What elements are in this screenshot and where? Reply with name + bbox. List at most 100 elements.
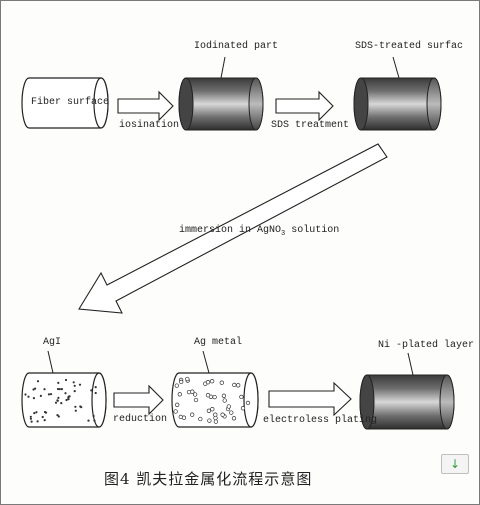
particle-dot — [49, 393, 53, 396]
electroless-arrow — [268, 381, 352, 417]
particle-dot — [186, 389, 192, 395]
label-sds-treated: SDS-treated surfac — [355, 41, 464, 52]
particle-dot — [205, 380, 211, 385]
particle-dot — [64, 392, 67, 395]
particle-dot — [209, 379, 215, 384]
particle-dot — [43, 410, 47, 414]
particle-dot — [43, 419, 46, 422]
label-iosination: iosination — [119, 120, 180, 131]
scroll-down-button[interactable]: ↓ — [441, 454, 469, 474]
label-immersion: immersion in AgNO3 solution — [179, 225, 339, 238]
particle-dot — [27, 395, 30, 398]
particle-dot — [231, 416, 237, 421]
particle-dot — [210, 407, 215, 412]
particle-dot — [60, 388, 64, 391]
particle-dot — [213, 419, 219, 424]
agi-leader-line — [47, 350, 54, 374]
iosination-arrow — [117, 90, 174, 122]
particle-dot — [47, 393, 51, 396]
sds-treatment-arrow — [275, 90, 334, 122]
particle-dot — [173, 409, 178, 414]
particle-dot — [74, 409, 77, 412]
particle-dot — [65, 398, 68, 402]
sds-treated-cylinder — [353, 77, 442, 131]
particle-dot — [226, 404, 231, 409]
label-agi: AgI — [43, 337, 62, 348]
particle-dot — [64, 378, 68, 382]
label-electroless: electroless plating — [263, 415, 378, 426]
particle-dot — [193, 397, 199, 403]
particle-dot — [33, 412, 36, 415]
arrow-down-icon: ↓ — [449, 457, 461, 471]
particle-dot — [220, 412, 225, 417]
label-iodinated-part: Iodinated part — [194, 41, 279, 52]
sds-leader-line — [392, 56, 400, 79]
particle-dot — [175, 402, 180, 407]
label-reduction: reduction — [113, 414, 168, 425]
ag-metal-cylinder — [171, 372, 259, 428]
immersion-arrow — [78, 143, 388, 314]
particle-dot — [174, 383, 179, 388]
agi-particles — [24, 378, 97, 423]
ag-particles — [173, 376, 251, 424]
particle-dot — [34, 387, 37, 390]
particle-dot — [58, 388, 61, 391]
particle-dot — [87, 419, 90, 422]
particle-dot — [229, 410, 234, 415]
fiber-surface-cylinder — [21, 77, 109, 129]
particle-dot — [185, 376, 190, 382]
particle-dot — [30, 420, 33, 423]
particle-dot — [245, 400, 251, 406]
particle-dot — [205, 393, 211, 398]
particle-dot — [36, 380, 40, 383]
particle-dot — [72, 381, 75, 384]
particle-dot — [198, 416, 203, 422]
particle-dot — [239, 394, 244, 400]
particle-dot — [179, 379, 184, 385]
particle-dot — [94, 391, 97, 395]
particle-dot — [79, 405, 82, 408]
particle-dot — [57, 396, 60, 399]
particle-dot — [90, 389, 93, 392]
particle-dot — [29, 417, 32, 420]
ni-leader-line — [407, 352, 414, 376]
particle-dot — [236, 383, 241, 388]
agi-cylinder — [21, 372, 107, 428]
particle-dot — [57, 381, 60, 384]
particle-dot — [56, 399, 59, 402]
ni-plated-cylinder — [359, 374, 455, 430]
particle-dot — [221, 393, 227, 398]
particle-dot — [74, 405, 77, 408]
particle-dot — [68, 395, 71, 398]
particle-dot — [43, 388, 46, 391]
immersion-text: immersion in AgNO — [179, 225, 282, 236]
particle-dot — [232, 382, 237, 388]
particle-dot — [94, 386, 97, 389]
label-fiber-surface: Fiber surface — [31, 97, 110, 108]
particle-dot — [57, 415, 60, 418]
particle-dot — [192, 392, 198, 397]
particle-dot — [240, 406, 246, 411]
particle-dot — [93, 419, 96, 422]
particle-dot — [39, 394, 43, 397]
particle-dot — [60, 402, 63, 405]
immersion-subscript: 3 — [281, 230, 286, 238]
particle-dot — [41, 415, 44, 419]
particle-dot — [78, 383, 82, 386]
particle-dot — [222, 398, 227, 403]
particle-dot — [219, 380, 224, 385]
particle-dot — [92, 414, 95, 418]
reduction-arrow — [113, 384, 164, 416]
particle-dot — [56, 414, 59, 417]
particle-dot — [177, 392, 182, 397]
particle-dot — [36, 420, 39, 423]
particle-dot — [24, 393, 27, 396]
particle-dot — [73, 384, 76, 387]
particle-dot — [213, 415, 218, 421]
figure-caption: 图4 凯夫拉金属化流程示意图 — [104, 470, 313, 488]
particle-dot — [32, 397, 35, 400]
particle-dot — [32, 388, 35, 391]
particle-dot — [56, 387, 60, 391]
